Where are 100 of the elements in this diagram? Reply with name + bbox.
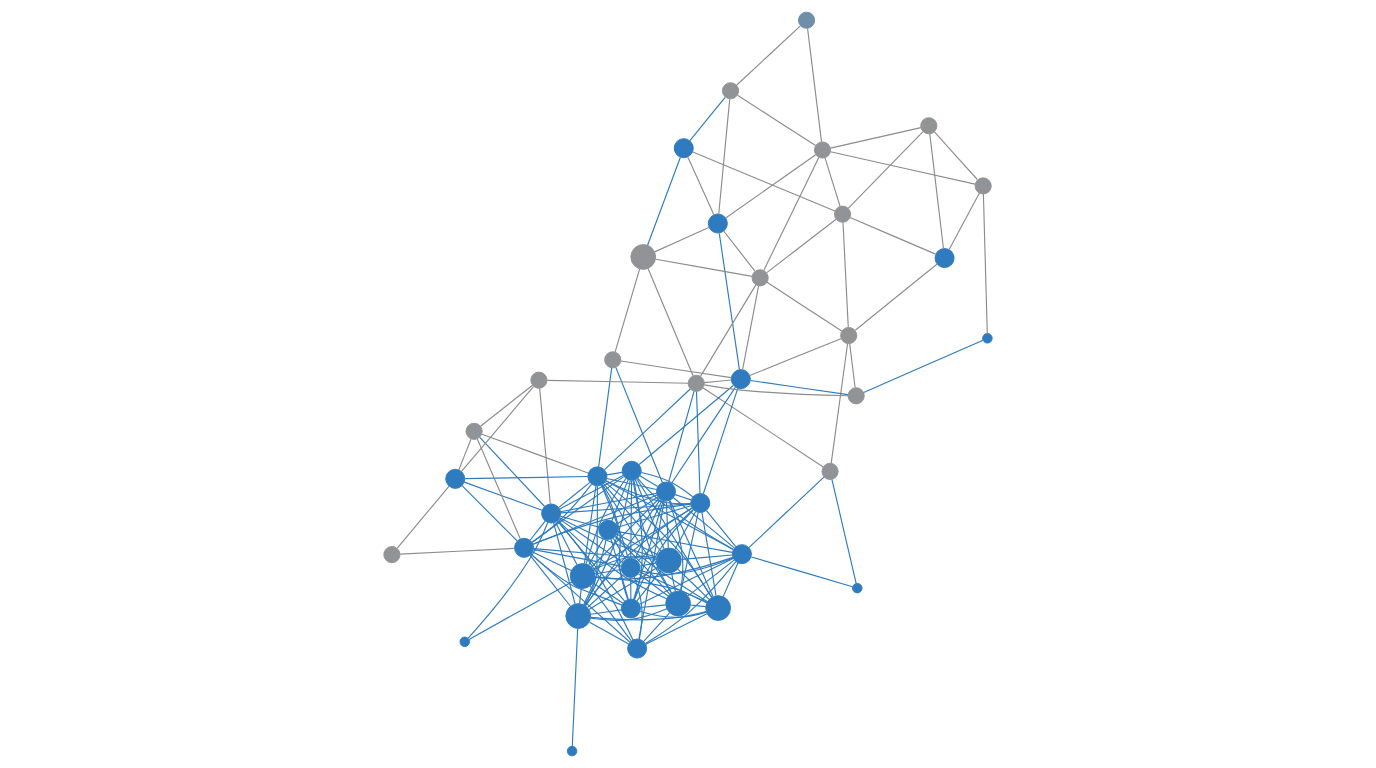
connector bbox=[584, 499, 661, 607]
connector bbox=[722, 562, 739, 598]
connector bbox=[556, 520, 626, 602]
connector bbox=[749, 338, 842, 377]
connector bbox=[533, 548, 657, 560]
connector bbox=[601, 484, 629, 600]
connector bbox=[725, 154, 817, 219]
connector bbox=[529, 554, 572, 607]
connector bbox=[647, 267, 694, 377]
connector bbox=[639, 562, 658, 567]
connector bbox=[584, 485, 598, 606]
connector bbox=[611, 479, 629, 522]
connector bbox=[605, 480, 692, 505]
connector bbox=[633, 500, 664, 600]
node-circle bbox=[530, 371, 548, 389]
connector bbox=[630, 577, 632, 600]
connector bbox=[692, 151, 836, 212]
connector bbox=[654, 227, 710, 253]
connector bbox=[736, 94, 817, 147]
connector bbox=[636, 478, 712, 598]
node-circle bbox=[934, 248, 955, 269]
connector bbox=[590, 609, 622, 615]
connector bbox=[587, 574, 624, 608]
connector bbox=[559, 515, 600, 528]
connector bbox=[617, 531, 733, 553]
node-circle bbox=[721, 82, 740, 100]
connector bbox=[687, 156, 715, 216]
connector bbox=[605, 480, 734, 551]
node-circle bbox=[840, 326, 858, 345]
connector bbox=[687, 559, 735, 597]
connector bbox=[639, 610, 707, 618]
connector bbox=[830, 343, 849, 464]
connector bbox=[766, 218, 837, 274]
connector bbox=[603, 388, 691, 471]
node-circle bbox=[620, 598, 641, 619]
connector bbox=[399, 547, 515, 555]
connector bbox=[554, 521, 578, 566]
connector bbox=[705, 510, 737, 548]
connector bbox=[854, 263, 938, 331]
node-circle bbox=[541, 503, 562, 524]
connector bbox=[560, 492, 658, 513]
node-circle bbox=[565, 603, 592, 629]
connector bbox=[638, 500, 665, 640]
connector bbox=[668, 390, 695, 483]
connector bbox=[702, 387, 739, 495]
connector bbox=[703, 379, 732, 384]
connector bbox=[583, 485, 597, 564]
node-circle bbox=[982, 333, 993, 344]
node-circle bbox=[730, 369, 751, 390]
connector bbox=[636, 569, 662, 602]
node-circle bbox=[655, 547, 682, 574]
connector bbox=[558, 481, 591, 508]
connector bbox=[601, 483, 672, 594]
connector bbox=[674, 510, 697, 550]
connector bbox=[612, 537, 627, 561]
node-circle bbox=[459, 636, 470, 648]
node-circle bbox=[620, 557, 641, 578]
connector bbox=[614, 268, 641, 353]
connector bbox=[615, 367, 663, 484]
connector bbox=[594, 556, 734, 580]
connector bbox=[689, 96, 726, 142]
connector bbox=[463, 481, 543, 511]
connector bbox=[750, 556, 854, 588]
node-circle bbox=[798, 11, 816, 29]
connector bbox=[749, 379, 849, 396]
node-circle bbox=[707, 213, 728, 234]
connector bbox=[396, 485, 450, 549]
connector bbox=[604, 481, 713, 598]
connector bbox=[603, 483, 662, 552]
connector bbox=[643, 612, 670, 642]
node-circle bbox=[566, 745, 578, 757]
connector bbox=[633, 509, 694, 601]
connector bbox=[701, 512, 717, 597]
connector bbox=[464, 475, 589, 480]
connector bbox=[824, 157, 841, 207]
connector bbox=[700, 284, 757, 377]
connector bbox=[644, 561, 737, 645]
node-circle bbox=[598, 519, 619, 540]
connector bbox=[479, 436, 546, 508]
connector bbox=[680, 511, 699, 592]
connector bbox=[929, 133, 945, 250]
connector bbox=[533, 549, 622, 567]
connector bbox=[589, 585, 632, 642]
connector bbox=[553, 522, 576, 605]
connector bbox=[670, 572, 677, 592]
connector bbox=[849, 216, 937, 255]
connector bbox=[458, 438, 472, 471]
node-circle bbox=[514, 537, 535, 558]
connector bbox=[615, 496, 659, 526]
connector bbox=[829, 151, 976, 185]
node-circle bbox=[383, 546, 401, 564]
connector bbox=[610, 538, 629, 600]
node-circle bbox=[656, 481, 676, 502]
connector bbox=[748, 476, 825, 548]
connector bbox=[531, 476, 625, 543]
node-circle bbox=[751, 269, 769, 287]
connector bbox=[594, 568, 622, 575]
node-circle bbox=[587, 466, 608, 487]
connector bbox=[830, 127, 922, 149]
connector bbox=[593, 555, 657, 571]
